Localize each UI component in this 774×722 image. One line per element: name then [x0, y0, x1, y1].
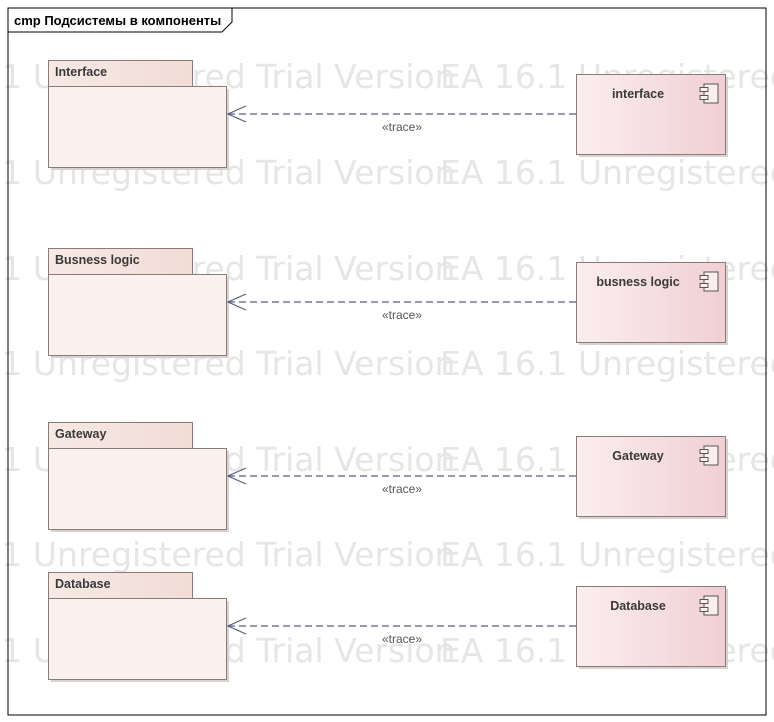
package-tab	[48, 248, 193, 275]
watermark-text: EA 16.1 Unregistered Trial Version	[440, 153, 774, 192]
trace-label: «trace»	[382, 120, 422, 134]
trace-connector[interactable]: «trace»	[226, 617, 576, 646]
watermark-text: EA 16.1 Unregistered Trial Version	[0, 535, 456, 574]
watermark-text: EA 16.1 Unregistered Trial Version	[440, 344, 774, 383]
watermark-text: EA 16.1 Unregistered Trial Version	[440, 535, 774, 574]
package-tab	[48, 422, 193, 449]
package-body	[48, 274, 227, 356]
package-body	[48, 86, 227, 168]
trace-label: «trace»	[382, 632, 422, 646]
component-2[interactable]: busness logic	[576, 262, 729, 346]
package-body	[48, 598, 227, 680]
component-icon	[699, 445, 719, 466]
component-icon	[699, 271, 719, 292]
component-label: Gateway	[612, 449, 663, 463]
component-label: interface	[612, 87, 664, 101]
open-arrowhead-icon	[226, 293, 247, 311]
package-label: Busness logic	[55, 253, 140, 267]
package-body	[48, 448, 227, 530]
package-label: Gateway	[55, 427, 106, 441]
component-label: Database	[610, 599, 666, 613]
trace-label: «trace»	[382, 482, 422, 496]
trace-row: Busness logic busness logic «trace»	[48, 248, 729, 359]
package-tab	[48, 572, 193, 599]
package-4[interactable]: Database	[48, 572, 230, 683]
package-label: Database	[55, 577, 111, 591]
trace-connector[interactable]: «trace»	[226, 467, 576, 496]
trace-label: «trace»	[382, 308, 422, 322]
package-1[interactable]: Interface	[48, 60, 230, 171]
diagram-rows: Interface interface «trace» Busness logic bu…	[48, 60, 729, 683]
component-label: busness logic	[596, 275, 679, 289]
trace-connector[interactable]: «trace»	[226, 293, 576, 322]
trace-row: Interface interface «trace»	[48, 60, 729, 171]
package-2[interactable]: Busness logic	[48, 248, 230, 359]
trace-connector[interactable]: «trace»	[226, 105, 576, 134]
component-icon	[699, 595, 719, 616]
package-label: Interface	[55, 65, 107, 79]
diagram-frame: cmp Подсистемы в компоненты	[7, 7, 767, 716]
open-arrowhead-icon	[226, 617, 247, 635]
open-arrowhead-icon	[226, 467, 247, 485]
package-3[interactable]: Gateway	[48, 422, 230, 533]
open-arrowhead-icon	[226, 105, 247, 123]
component-1[interactable]: interface	[576, 74, 729, 158]
component-3[interactable]: Gateway	[576, 436, 729, 520]
component-4[interactable]: Database	[576, 586, 729, 670]
component-icon	[699, 83, 719, 104]
package-tab	[48, 60, 193, 87]
frame-title: cmp Подсистемы в компоненты	[14, 13, 221, 28]
